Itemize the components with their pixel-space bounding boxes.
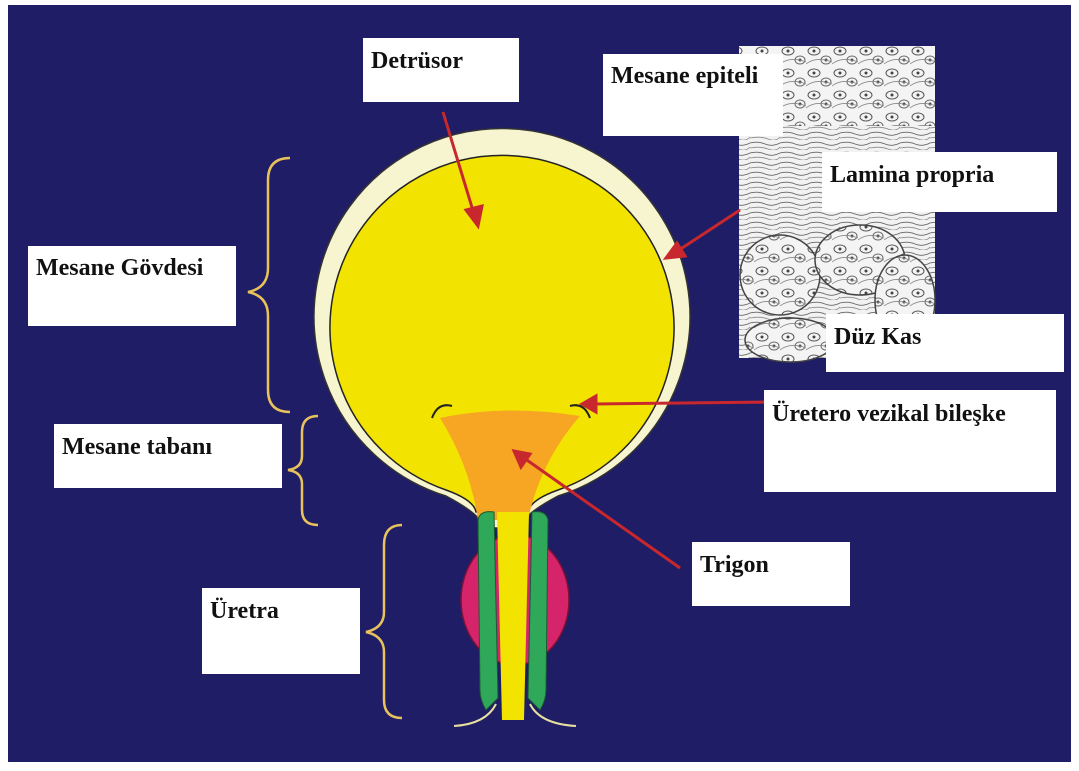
label-mesane-tabani: Mesane tabanı [54,424,282,488]
brace-mesane-tabani [288,416,318,525]
arrow-uretero-vezikal [594,402,770,404]
urethra-structures [454,512,576,726]
label-duz-kas: Düz Kas [826,314,1064,372]
label-uretra: Üretra [202,588,360,674]
label-lamina-propria: Lamina propria [822,152,1057,212]
brace-mesane-govdesi [248,158,290,412]
bladder [314,129,690,528]
urethral-lumen [497,512,529,720]
label-trigon: Trigon [692,542,850,606]
arrow-mesane-epiteli [676,210,740,252]
label-detrusor: Detrüsor [363,38,519,102]
label-uretero-vezikal-bileske: Üretero vezikal bileşke [764,390,1056,492]
left-urethral-muscle [478,512,498,710]
brace-uretra [366,525,402,718]
label-mesane-epiteli: Mesane epiteli [603,54,783,136]
label-mesane-govdesi: Mesane Gövdesi [28,246,236,326]
right-urethral-muscle [528,512,548,710]
